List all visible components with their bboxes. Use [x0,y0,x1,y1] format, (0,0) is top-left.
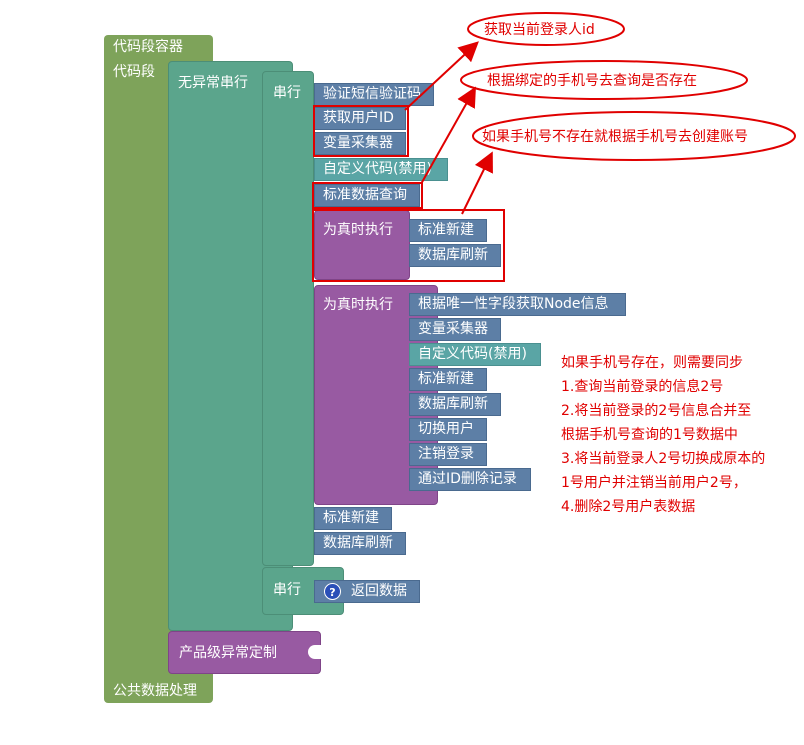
get-node-info-block[interactable]: 根据唯一性字段获取Node信息 [409,293,626,316]
note-line-4: 3.将当前登录人2号切换成原本的 [561,451,766,467]
custom-code-block-1[interactable]: 自定义代码(禁用) [314,158,448,181]
note-line-1: 1.查询当前登录的信息2号 [561,379,724,395]
annotation-ellipse-2: 根据绑定的手机号去查询是否存在 [487,73,697,89]
var-collector-block-1[interactable]: 变量采集器 [314,132,406,155]
highlight-if-true-1 [312,209,505,282]
serial-label-1: 串行 [273,85,301,101]
get-user-id-block[interactable]: 获取用户ID [314,107,406,130]
serial-block-1[interactable] [262,71,314,566]
if-true-label-1: 为真时执行 [323,222,393,238]
public-data-label: 公共数据处理 [113,683,197,699]
no-exception-serial-label: 无异常串行 [178,75,248,91]
container-title: 代码段容器 [113,39,183,55]
db-refresh-block-2[interactable]: 数据库刷新 [409,393,501,416]
std-new-block-1[interactable]: 标准新建 [409,219,487,242]
if-true-label-2: 为真时执行 [323,297,393,313]
db-refresh-block-1[interactable]: 数据库刷新 [409,244,501,267]
note-line-5: 1号用户并注销当前用户2号， [561,475,747,491]
product-exception-block[interactable] [168,631,321,674]
note-line-2: 2.将当前登录的2号信息合并至 [561,403,752,419]
puzzle-notch [308,645,321,659]
annotation-ellipse-1: 获取当前登录人id [484,22,595,38]
return-data-block[interactable]: 返回数据 [314,580,420,603]
annotation-ellipse-3: 如果手机号不存在就根据手机号去创建账号 [482,129,748,145]
return-data-label: 返回数据 [351,583,407,599]
serial-label-2: 串行 [273,582,301,598]
code-segment-label: 代码段 [113,64,155,80]
highlight-get-user-id [313,105,409,157]
std-new-block-2[interactable]: 标准新建 [409,368,487,391]
var-collector-block-2[interactable]: 变量采集器 [409,318,501,341]
delete-by-id-block[interactable]: 通过ID删除记录 [409,468,531,491]
verify-sms-block[interactable]: 验证短信验证码 [314,83,434,106]
product-exception-label: 产品级异常定制 [179,645,277,661]
std-data-query-block[interactable]: 标准数据查询 [314,184,420,207]
custom-code-block-2[interactable]: 自定义代码(禁用) [409,343,541,366]
note-line-6: 4.删除2号用户表数据 [561,499,696,515]
db-refresh-block-3[interactable]: 数据库刷新 [314,532,406,555]
highlight-data-query [312,182,423,209]
note-line-3: 根据手机号查询的1号数据中 [561,427,738,443]
note-line-0: 如果手机号存在，则需要同步 [561,355,743,371]
help-icon[interactable]: ? [324,583,341,600]
switch-user-block[interactable]: 切换用户 [409,418,487,441]
std-new-block-3[interactable]: 标准新建 [314,507,392,530]
logout-block[interactable]: 注销登录 [409,443,487,466]
arrow-3 [461,151,493,215]
